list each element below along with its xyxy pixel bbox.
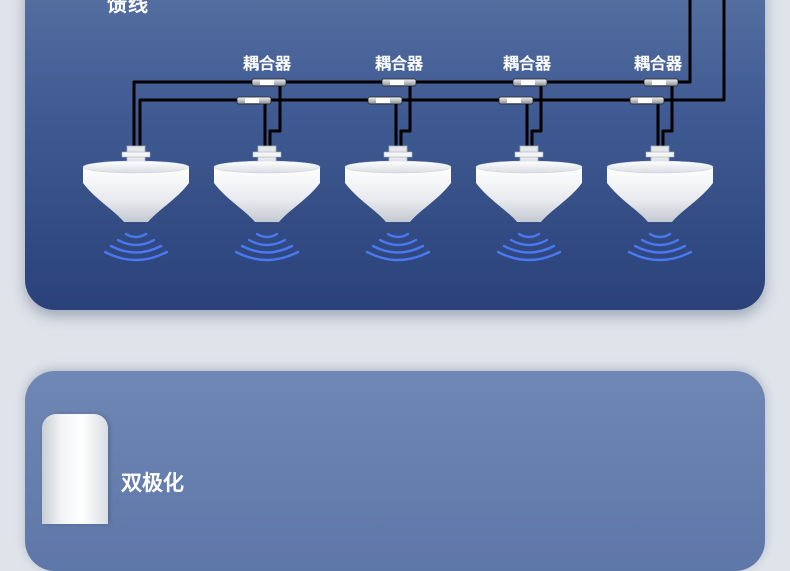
coupler-devices [236,78,679,105]
signal-wave-icon [234,232,300,262]
ceiling-antennas [82,145,714,222]
ceiling-antenna-icon [344,145,452,222]
ceiling-antenna-icon [475,145,583,222]
wiring-diagram [82,0,726,262]
panel-antenna-image [42,414,108,524]
coupler-3-lower [498,96,534,105]
coupler-4-lower [629,96,665,105]
feeder-title: 馈线 [107,0,149,16]
coupler-1-upper [251,78,287,87]
coupler-2-lower [367,96,403,105]
signal-wave-icon [496,232,562,262]
ceiling-antenna-icon [606,145,714,222]
signal-waves [103,232,693,262]
coupler-2-upper [381,78,417,87]
ceiling-antenna-icon [213,145,321,222]
dual-polarized-title: 双极化 [121,471,184,495]
coupler-3-upper [512,78,548,87]
coupler-label-3: 耦合器 [502,54,551,73]
coupler-label-1: 耦合器 [242,54,291,73]
signal-wave-icon [103,232,169,262]
coupler-label-4: 耦合器 [633,54,682,73]
coupler-label-2: 耦合器 [374,54,423,73]
signal-wave-icon [365,232,431,262]
signal-wave-icon [627,232,693,262]
coupler-1-lower [236,96,272,105]
feeder-cables [132,0,726,150]
ceiling-antenna-icon [82,145,190,222]
coupler-4-upper [643,78,679,87]
